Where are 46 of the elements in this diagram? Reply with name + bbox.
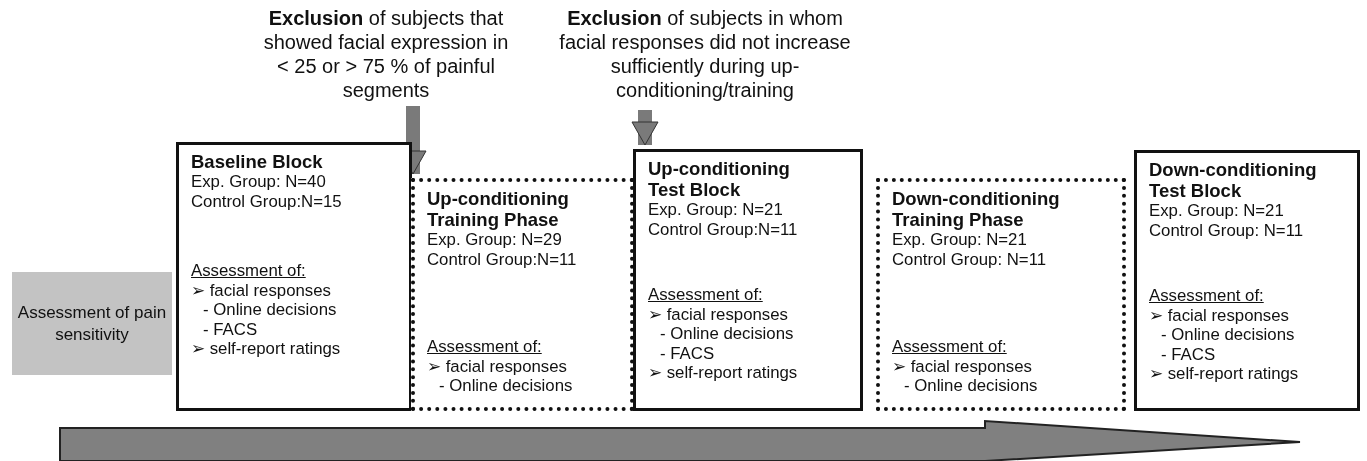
- box-heading: Down-conditioning Test Block: [1148, 159, 1318, 201]
- list-item: ➢ facial responses: [891, 356, 1033, 376]
- group-size: Exp. Group: N=40: [190, 172, 327, 192]
- list-item: ➢ facial responses: [190, 280, 332, 300]
- box-label: Assessment of pain sensitivity: [16, 301, 168, 346]
- list-subitem: - FACS: [202, 319, 259, 339]
- group-size: Control Group: N=11: [891, 249, 1048, 269]
- box-heading: Up-conditioning Training Phase: [426, 188, 570, 230]
- group-size: Control Group:N=11: [426, 249, 578, 269]
- list-subitem: - Online decisions: [903, 376, 1039, 396]
- exclusion-note: Exclusion of subjects that showed facial expression in < 25 or > 75 % of painful segments: [258, 6, 514, 106]
- group-size: Exp. Group: N=29: [426, 230, 563, 250]
- box-heading: Down-conditioning Training Phase: [891, 188, 1061, 230]
- process-box: [12, 272, 172, 375]
- section-heading: Assessment of:: [647, 285, 764, 305]
- section-heading: Assessment of:: [426, 337, 543, 357]
- group-size: Exp. Group: N=21: [1148, 201, 1285, 221]
- list-subitem: - Online decisions: [659, 324, 795, 344]
- section-heading: Assessment of:: [891, 337, 1008, 357]
- group-size: Exp. Group: N=21: [647, 200, 784, 220]
- list-subitem: - Online decisions: [1160, 325, 1296, 345]
- list-item: ➢ self-report ratings: [647, 363, 799, 383]
- group-size: Control Group: N=11: [1148, 220, 1305, 240]
- list-item: ➢ self-report ratings: [1148, 364, 1300, 384]
- section-heading: Assessment of:: [190, 261, 307, 281]
- block-box: [1134, 150, 1360, 411]
- list-item: ➢ facial responses: [1148, 305, 1290, 325]
- list-item: ➢ self-report ratings: [190, 339, 342, 359]
- phase-box: [876, 178, 1126, 411]
- box-heading: Baseline Block: [190, 151, 324, 172]
- list-item: ➢ facial responses: [647, 304, 789, 324]
- block-box: [633, 149, 863, 411]
- list-subitem: - FACS: [1160, 344, 1217, 364]
- group-size: Exp. Group: N=21: [891, 230, 1028, 250]
- phase-box: [411, 178, 634, 411]
- list-subitem: - Online decisions: [438, 376, 574, 396]
- list-subitem: - FACS: [659, 343, 716, 363]
- box-heading: Up-conditioning Test Block: [647, 158, 791, 200]
- arrow: [631, 110, 659, 146]
- group-size: Control Group:N=15: [190, 191, 343, 211]
- list-subitem: - Online decisions: [202, 300, 338, 320]
- list-item: ➢ facial responses: [426, 356, 568, 376]
- block-box: [176, 142, 412, 411]
- section-heading: Assessment of:: [1148, 286, 1265, 306]
- group-size: Control Group:N=11: [647, 219, 799, 239]
- exclusion-note: Exclusion of subjects in whom facial responses did not increase sufficiently during up-conditioning/training: [556, 6, 854, 110]
